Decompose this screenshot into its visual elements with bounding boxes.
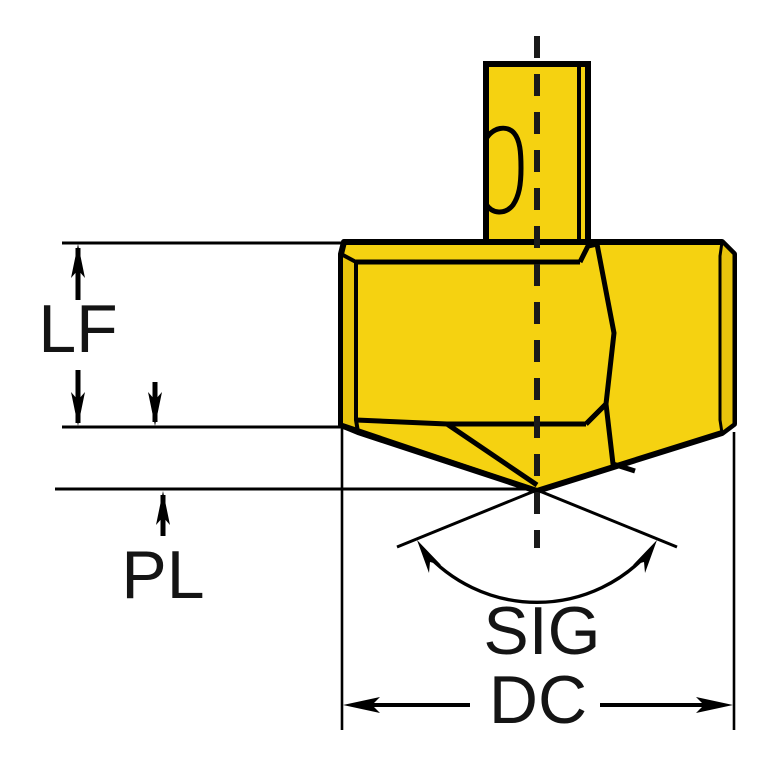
insert-left-edge-band [339,252,360,434]
dimension-dc-right-arrowhead [696,697,733,713]
sig-right-leg [536,488,678,549]
insert-right-cutting-edge [536,430,723,494]
tool-insert-body [338,239,737,494]
sig-left-leg [396,488,538,549]
sig-left-arrowhead [417,540,441,573]
dimension-dc [343,697,733,713]
dimension-sig [396,488,678,605]
insert-shank-transition-line [577,241,598,264]
sig-right-arrowhead [633,540,657,573]
shank-flute-outline [483,125,524,215]
label-pl: PL [121,537,204,613]
dimension-lf-lower-arrowhead [71,392,85,426]
dimension-lf-upper-arrowhead [71,244,85,278]
dimension-pl-upper-arrowhead [148,392,162,426]
dimension-pl [148,382,170,536]
insert-right-flank-edge [584,402,608,426]
sig-angle-arc [422,549,652,605]
insert-right-edge-band [718,240,736,435]
reference-lines-group [55,241,736,730]
insert-left-cutting-edge [340,422,538,494]
label-lf: LF [38,291,117,367]
insert-right-margin-step [603,403,636,474]
label-sig: SIG [483,593,600,669]
dimension-pl-lower-arrowhead [156,491,170,525]
label-dc: DC [489,662,587,738]
dimension-lf [71,244,85,426]
dimension-dc-left-arrowhead [343,697,380,713]
